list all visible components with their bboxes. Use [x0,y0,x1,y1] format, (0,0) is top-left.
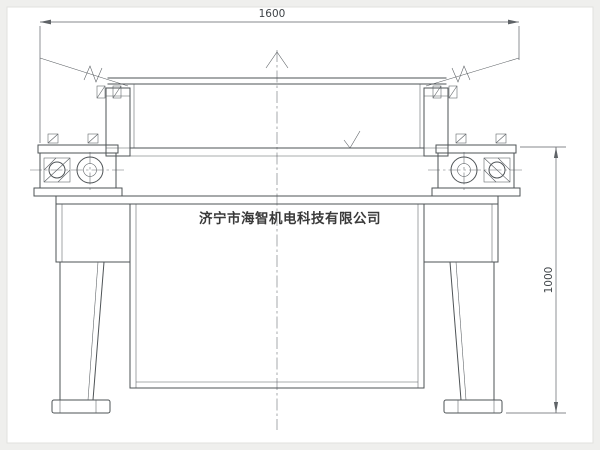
surface-finish-symbol [343,130,361,149]
top-dimension: 1600 [39,8,520,143]
right-leg [443,261,503,414]
left-leg [51,261,111,414]
watermark-text: 济宁市海智机电科技有限公司 [199,210,381,227]
right-dimension: 1000 [506,146,566,414]
centerlines [30,50,524,430]
right-flange [423,85,458,157]
top-dimension-label: 1600 [259,8,286,20]
belt-break-marks [39,51,520,87]
drum-pulley [96,77,458,157]
drawing-canvas [6,6,594,444]
right-bearing-assembly [431,133,521,197]
support-frame [55,195,499,389]
right-dimension-label: 1000 [543,267,555,294]
